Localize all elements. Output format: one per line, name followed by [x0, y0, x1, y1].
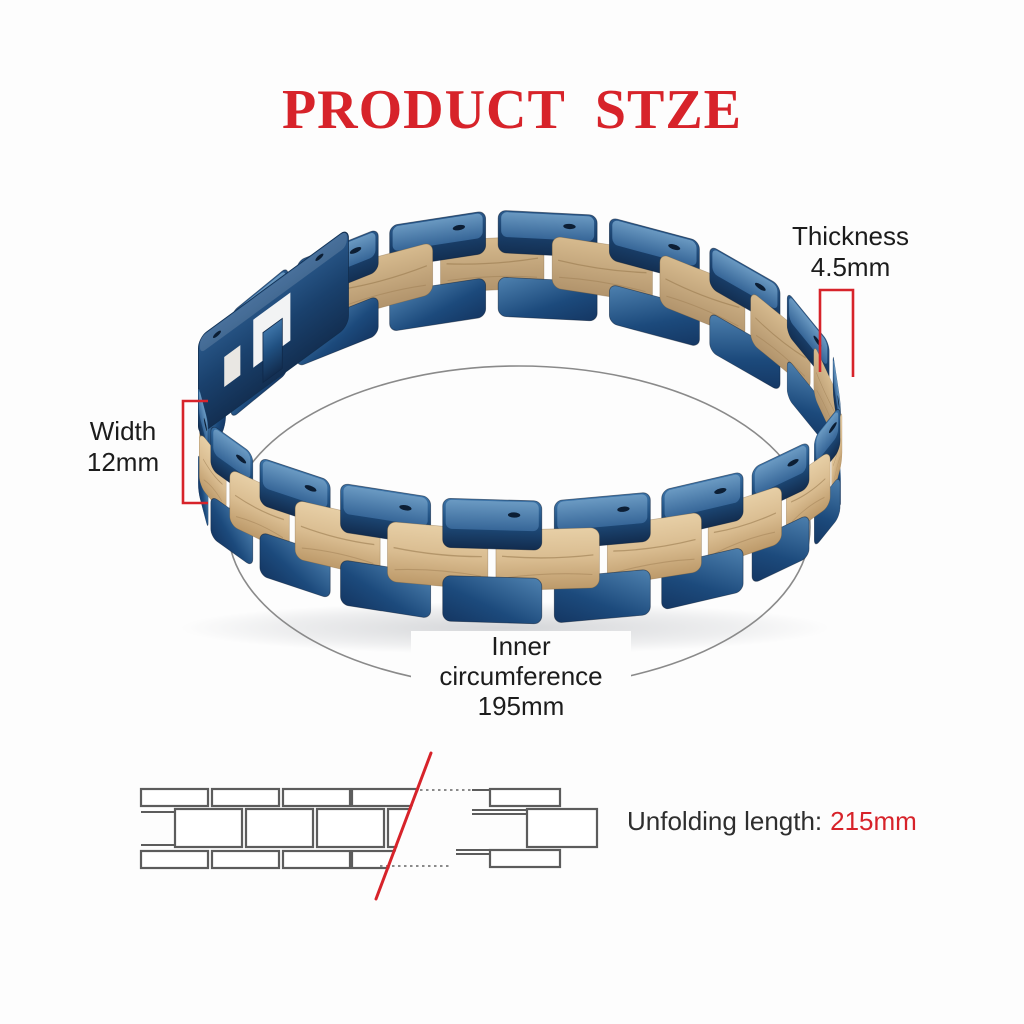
ground-shadow: [180, 602, 830, 654]
blue-link: [442, 497, 543, 625]
page-title: PRODUCT STZE: [281, 79, 743, 141]
thickness-annotation: Thickness 4.5mm: [768, 221, 933, 283]
inner-circumference-line2: circumference: [439, 661, 603, 691]
thickness-bracket: [818, 288, 855, 377]
wood-link: [659, 255, 746, 337]
wood-link: [750, 294, 811, 388]
unfolded-band-diagram: [139, 751, 599, 901]
thickness-label: Thickness: [791, 221, 910, 251]
width-bracket: [181, 399, 208, 505]
clasp: [198, 231, 349, 433]
unfolding-label: Unfolding length:: [627, 806, 823, 836]
bracelet-photo: [180, 210, 843, 689]
width-annotation: Width 12mm: [56, 416, 190, 478]
inner-circumference-line1: Inner: [491, 631, 551, 661]
blue-link: [210, 426, 254, 565]
unfolded-left-links: [139, 787, 428, 870]
width-value: 12mm: [86, 447, 160, 477]
width-label: Width: [89, 416, 157, 446]
blue-link: [259, 458, 331, 598]
break-slash: [374, 751, 433, 901]
unfolded-right-links: [456, 787, 599, 869]
measurement-marks: [181, 288, 855, 505]
unfolding-value: 215mm: [830, 806, 917, 836]
thickness-value: 4.5mm: [810, 252, 891, 282]
unfolding-annotation: Unfolding length:215mm: [627, 806, 967, 837]
inner-circumference-annotation: Inner circumference 195mm: [411, 631, 631, 721]
inner-circumference-value: 195mm: [477, 691, 565, 721]
